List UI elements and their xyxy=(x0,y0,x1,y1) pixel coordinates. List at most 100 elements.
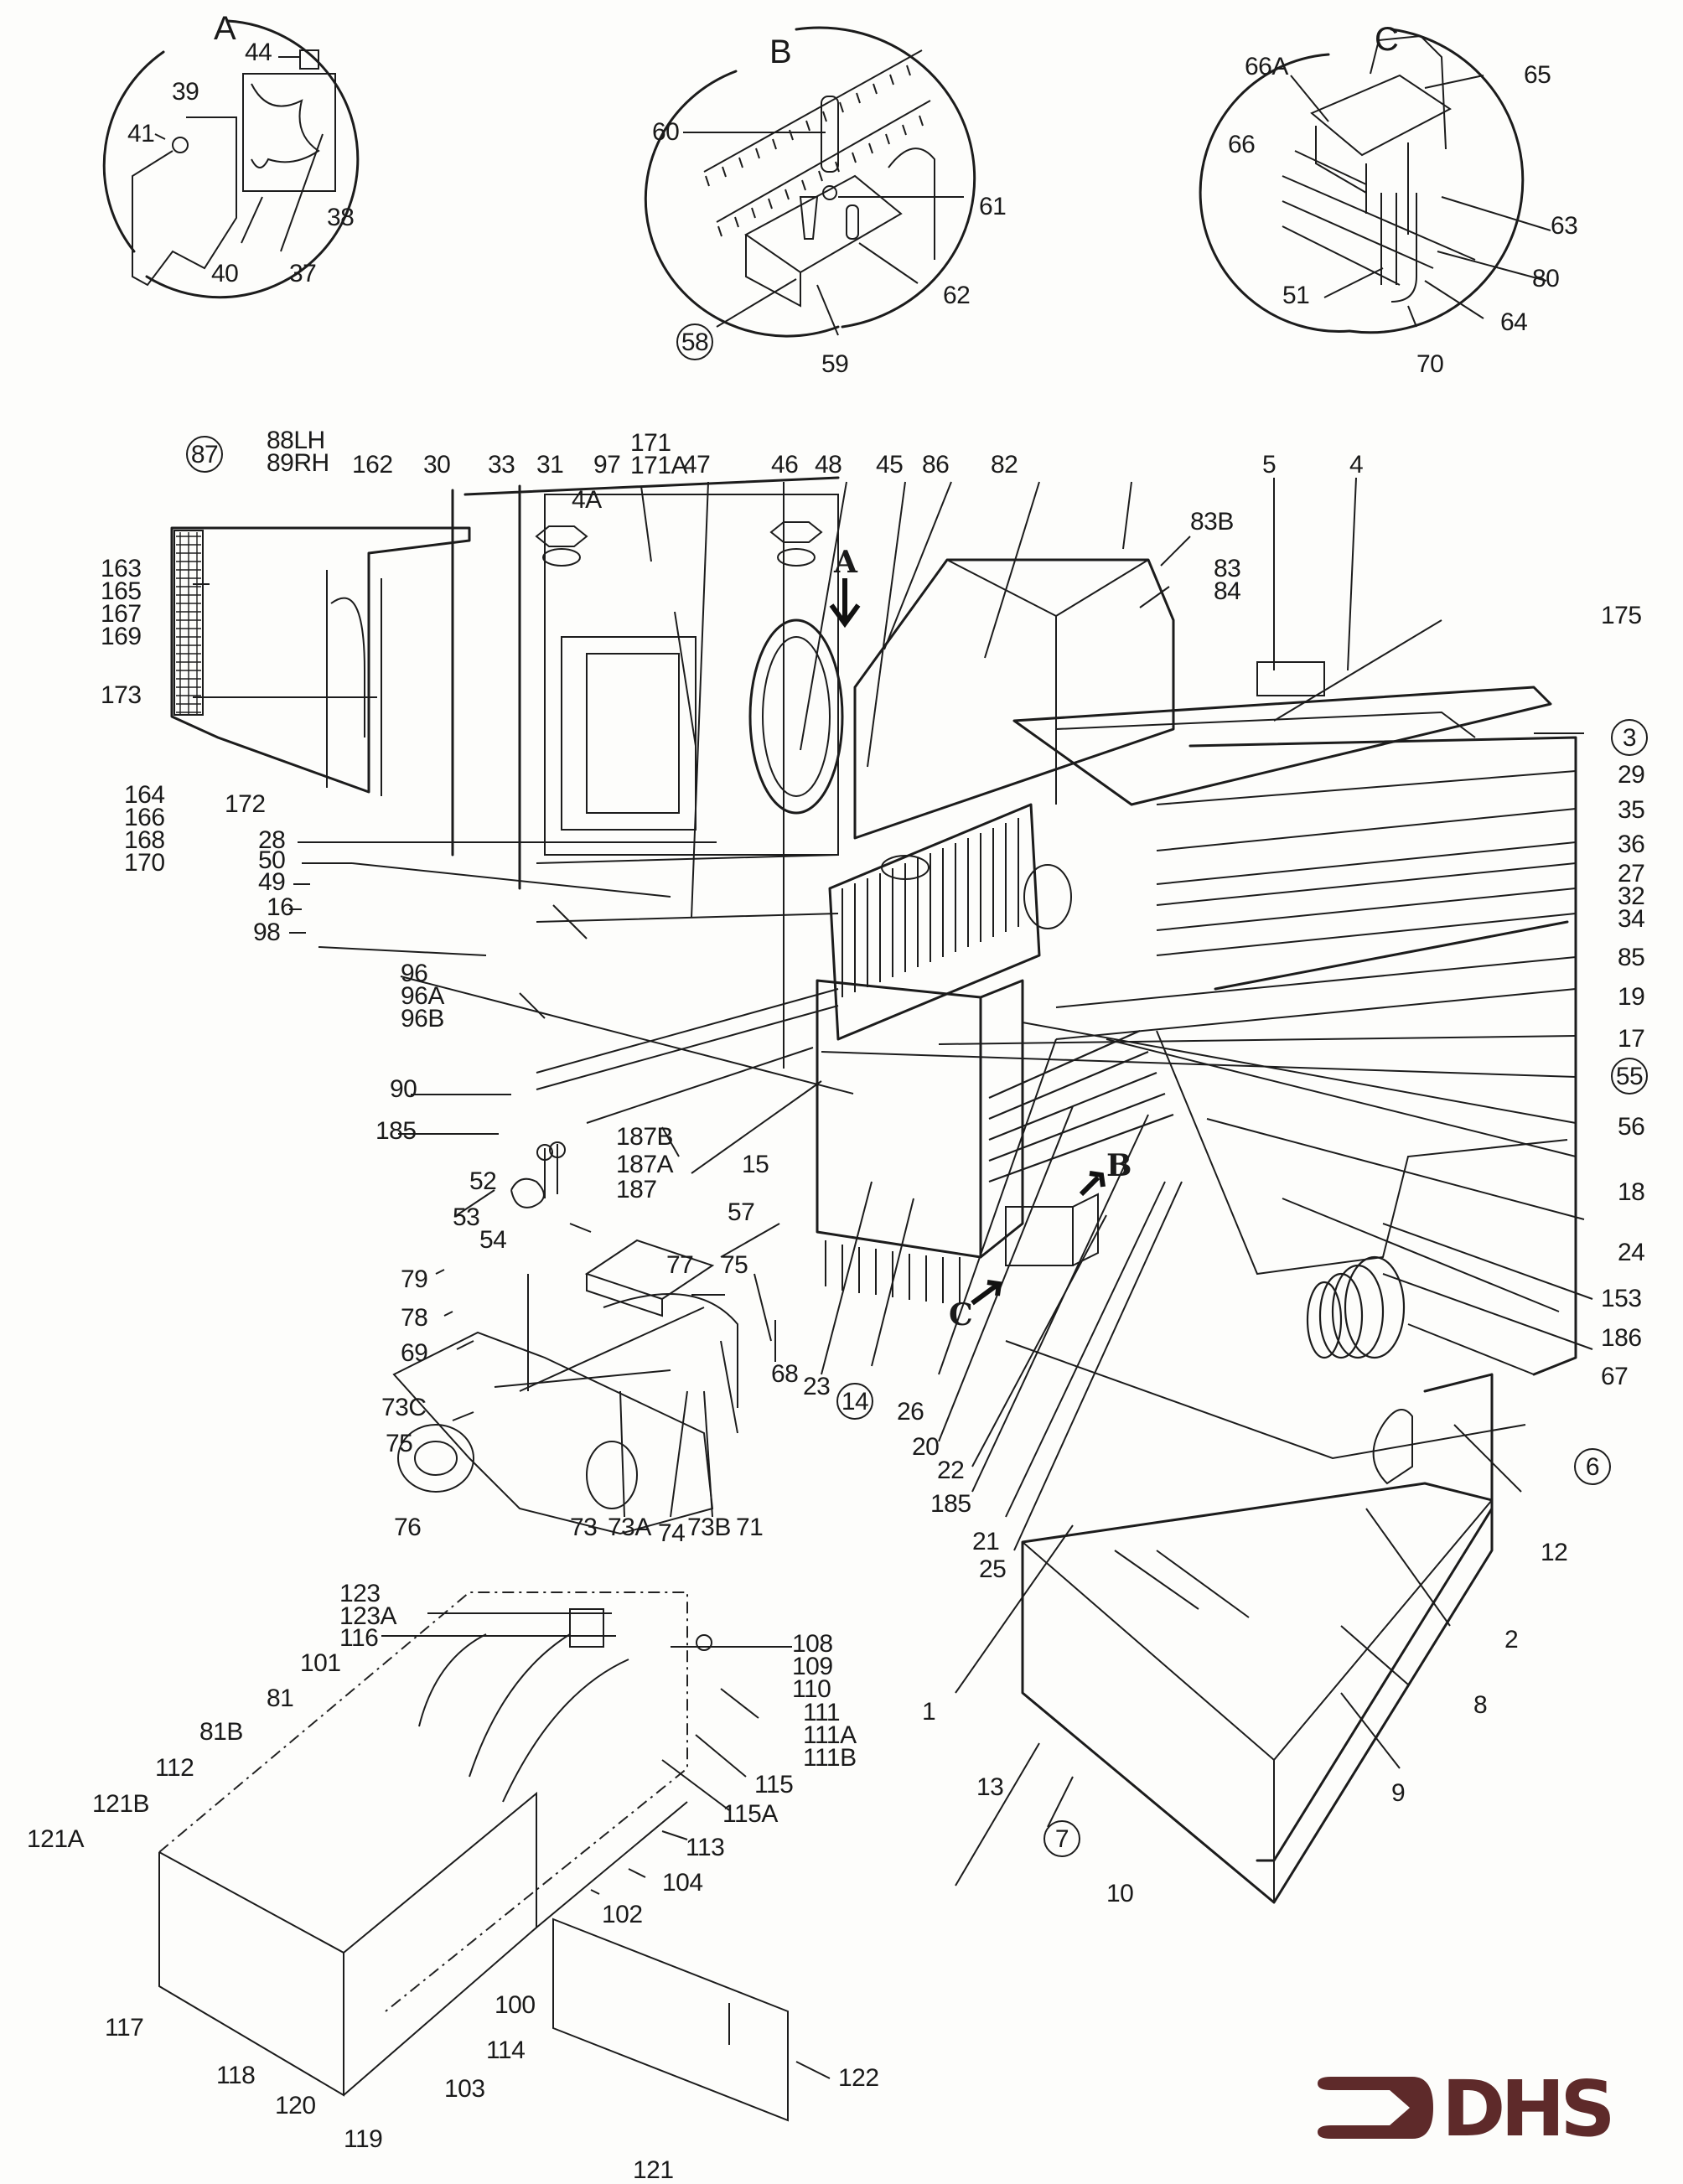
part-label: 39 xyxy=(172,78,199,106)
part-label: 47 xyxy=(683,451,711,479)
part-label: 27 xyxy=(1618,860,1645,888)
part-label: 46 xyxy=(771,451,799,479)
part-label: 30 xyxy=(423,451,451,479)
part-label: 10 xyxy=(1106,1880,1134,1907)
part-label: 50 xyxy=(258,846,286,874)
part-label: 114 xyxy=(486,2037,526,2064)
part-label: 49 xyxy=(258,868,286,896)
part-label: 52 xyxy=(469,1167,497,1195)
detail-c-drawing xyxy=(1199,28,1551,334)
arrow-logo-icon xyxy=(1318,2077,1433,2139)
part-label: 57 xyxy=(728,1198,755,1226)
part-label: 53 xyxy=(453,1203,480,1231)
view-marker-b: B xyxy=(1106,1148,1132,1183)
part-label: 81B xyxy=(199,1718,243,1746)
part-label: 4 xyxy=(1349,451,1364,479)
part-label: 54 xyxy=(479,1226,507,1254)
lower-assembly-drawing xyxy=(158,1591,789,2122)
arrow-c-marker xyxy=(971,1280,1002,1306)
part-label: 115 xyxy=(754,1771,794,1798)
part-label: 41 xyxy=(127,120,155,147)
view-marker-c: C xyxy=(949,1297,973,1333)
part-label: 63 xyxy=(1551,212,1578,240)
circled-part-label: 14 xyxy=(836,1383,873,1420)
part-label: 65 xyxy=(1524,61,1551,89)
part-label: 187B xyxy=(616,1123,674,1151)
part-label: 44 xyxy=(245,39,272,66)
part-label: 187A xyxy=(616,1151,674,1178)
part-label: 123 123A xyxy=(339,1580,397,1630)
part-label: 15 xyxy=(742,1151,769,1178)
brand-name: DHS xyxy=(1442,2064,1616,2154)
part-label: 67 xyxy=(1601,1363,1629,1390)
part-label: 61 xyxy=(979,193,1007,220)
part-label: 75 xyxy=(721,1251,748,1279)
part-label: 31 xyxy=(536,451,564,479)
part-label: 18 xyxy=(1618,1178,1645,1206)
part-label: 19 xyxy=(1618,983,1645,1011)
part-label: 60 xyxy=(652,118,680,146)
part-label: 78 xyxy=(401,1304,428,1332)
part-label: 164 166 168 170 xyxy=(124,781,165,877)
part-label: 33 xyxy=(488,451,515,479)
part-label: 163 165 167 169 xyxy=(101,555,142,650)
part-label: 97 xyxy=(593,451,621,479)
part-label: 77 xyxy=(666,1251,694,1279)
part-label: 117 xyxy=(105,2014,144,2042)
part-label: 186 xyxy=(1601,1324,1642,1352)
part-label: 118 xyxy=(216,2062,256,2089)
part-label: 121 xyxy=(633,2156,674,2184)
part-label: 22 xyxy=(937,1457,965,1484)
part-label: 68 xyxy=(771,1360,799,1388)
part-label: 108 109 110 xyxy=(792,1630,833,1703)
circled-part-label: 3 xyxy=(1611,719,1648,756)
part-label: 28 xyxy=(258,826,286,854)
circled-part-label: 87 xyxy=(186,436,223,473)
part-label: 81 xyxy=(267,1685,294,1712)
part-label: 56 xyxy=(1618,1113,1645,1141)
part-label: 38 xyxy=(327,204,355,231)
part-label: 66A xyxy=(1245,53,1288,80)
part-label: 21 xyxy=(972,1528,1000,1555)
part-label: 75 xyxy=(386,1430,413,1457)
part-label: 16 xyxy=(267,893,294,921)
part-label: 40 xyxy=(211,260,239,287)
part-label: 185 xyxy=(375,1117,417,1145)
view-marker-a: A xyxy=(834,545,857,580)
part-label: 88LH 89RH xyxy=(267,427,329,477)
part-label: 98 xyxy=(253,919,281,946)
part-label: 66 xyxy=(1228,131,1256,158)
part-label: 73C xyxy=(381,1394,427,1421)
detail-a-drawing xyxy=(102,19,360,299)
detail-c-title: C xyxy=(1375,21,1399,58)
detail-b-drawing xyxy=(644,26,976,338)
arrow-b-marker xyxy=(1079,1171,1106,1197)
part-label: 76 xyxy=(394,1514,422,1541)
part-label: 5 xyxy=(1262,451,1276,479)
part-label: 24 xyxy=(1618,1239,1645,1266)
part-label: 86 xyxy=(922,451,950,479)
part-label: 121A xyxy=(27,1825,85,1853)
circled-part-label: 58 xyxy=(676,323,713,360)
part-label: 8 xyxy=(1473,1691,1488,1719)
part-label: 59 xyxy=(821,350,849,378)
part-label: 32 xyxy=(1618,882,1645,910)
part-label: 36 xyxy=(1618,831,1645,858)
part-label: 12 xyxy=(1541,1539,1568,1566)
part-label: 102 xyxy=(602,1901,643,1928)
part-label: 64 xyxy=(1500,308,1528,336)
part-label: 1 xyxy=(922,1698,936,1726)
part-label: 119 xyxy=(344,2125,383,2153)
arrow-a-marker xyxy=(829,578,861,629)
part-label: 4A xyxy=(572,486,602,514)
part-label: 70 xyxy=(1416,350,1444,378)
part-label: 51 xyxy=(1282,282,1310,309)
part-label: 25 xyxy=(979,1555,1007,1583)
part-label: 175 xyxy=(1601,602,1642,629)
part-label: 73B xyxy=(687,1514,731,1541)
circled-part-label: 7 xyxy=(1043,1820,1080,1857)
part-label: 74 xyxy=(658,1519,686,1547)
part-label: 104 xyxy=(662,1869,703,1897)
part-label: 35 xyxy=(1618,796,1645,824)
